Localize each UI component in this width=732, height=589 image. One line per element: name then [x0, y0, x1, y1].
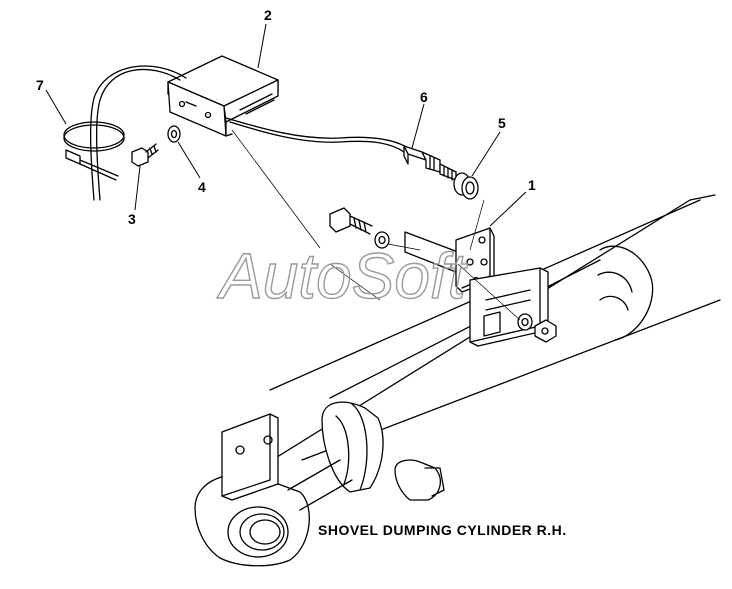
diagram-caption: SHOVEL DUMPING CYLINDER R.H. [318, 522, 567, 538]
watermark-text: AutoSoft [216, 240, 468, 312]
sensor-part-5 [439, 163, 479, 200]
washer-part-4 [167, 125, 181, 143]
control-box-part-2 [167, 55, 279, 137]
connector-part-6 [403, 145, 441, 173]
callout-2: 2 [264, 7, 272, 23]
rod-eye [194, 459, 353, 567]
bolt-washer-assembly [329, 207, 557, 343]
callout-1: 1 [528, 177, 536, 193]
callout-6: 6 [420, 89, 428, 105]
assembly-guide-lines [231, 129, 521, 321]
cable-tie-part-7 [63, 121, 125, 181]
rod-mount-plate [221, 413, 279, 501]
callout-5: 5 [498, 115, 506, 131]
callout-3: 3 [128, 211, 136, 227]
leader-lines [45, 23, 527, 227]
harness-cables [89, 65, 409, 201]
bracket-part-1 [404, 227, 495, 293]
callout-4: 4 [198, 179, 206, 195]
cylinder-gland [321, 401, 445, 501]
bolt-part-3 [131, 143, 159, 167]
callout-7: 7 [36, 77, 44, 93]
